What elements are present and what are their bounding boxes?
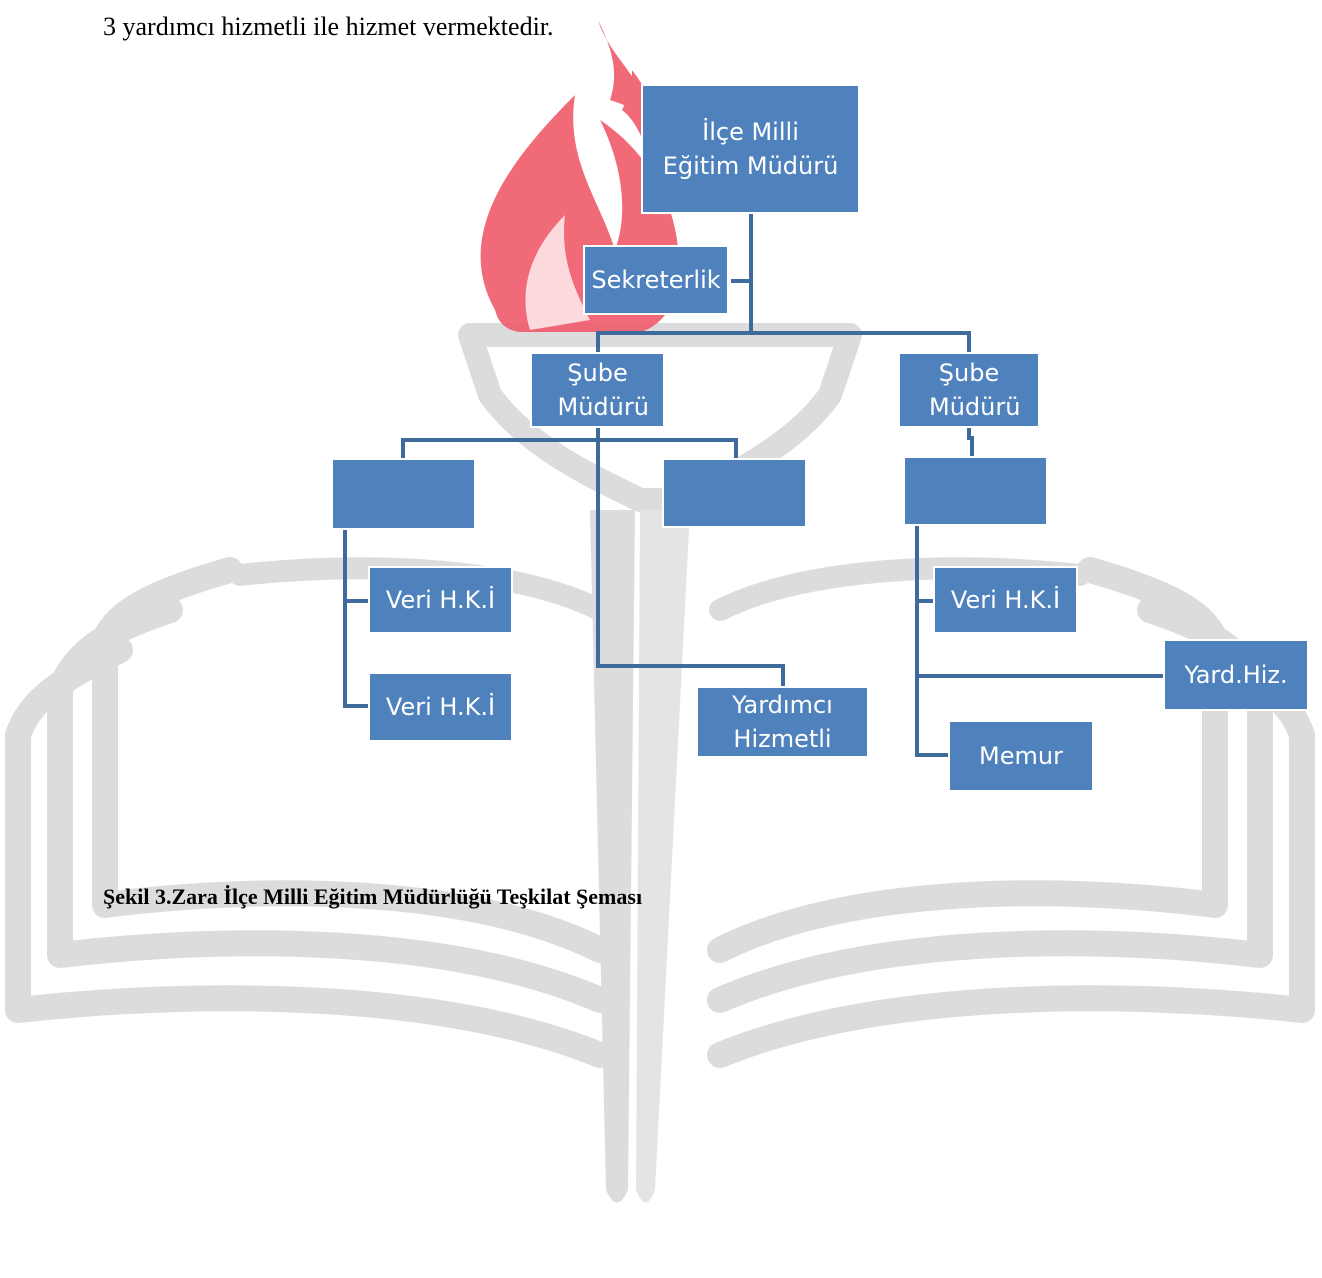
figure-caption: Şekil 3.Zara İlçe Milli Eğitim Müdürlüğü… xyxy=(103,884,643,909)
left-staff-1-box: Veri H.K.İ xyxy=(368,566,513,634)
branch-manager-right-box: Şube Müdürü xyxy=(898,352,1040,428)
clerk-box: Memur xyxy=(948,720,1094,792)
right-staff-1-box: Veri H.K.İ xyxy=(933,566,1078,634)
connector-clerk xyxy=(915,674,952,757)
director-box: İlçe Milli Eğitim Müdürü xyxy=(641,84,860,214)
connector-to-assistant-left xyxy=(596,426,785,690)
assistant-left-box: Yardımcı Hizmetli xyxy=(696,686,869,758)
connector-left-staff-1 xyxy=(343,526,372,603)
secretariat-box: Sekreterlik xyxy=(583,245,729,315)
left-staff-2-box: Veri H.K.İ xyxy=(368,672,513,742)
unit-right-box xyxy=(903,456,1048,526)
assistant-right-box: Yard.Hiz. xyxy=(1163,639,1309,711)
intro-text: 3 yardımcı hizmetli ile hizmet vermekted… xyxy=(103,12,554,41)
connector-left-staff-2 xyxy=(343,599,372,708)
unit-left-a-box xyxy=(331,458,476,530)
unit-left-b-box xyxy=(662,458,807,528)
branch-manager-left-box: Şube Müdürü xyxy=(530,352,665,428)
connector-to-unit-right xyxy=(967,426,974,458)
